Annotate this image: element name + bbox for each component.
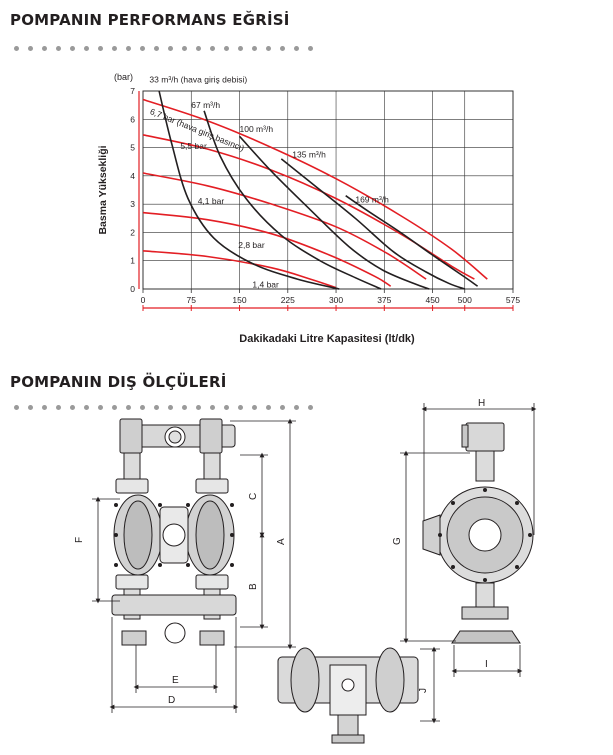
dimensions-section-title: POMPANIN DIŞ ÖLÇÜLERİ [10,373,227,391]
dim-label-a: A [276,538,287,545]
curve-label: 2,8 bar [238,240,265,250]
y-axis-unit: (bar) [114,72,133,82]
pressure-curve [142,211,392,287]
pressure-curve [142,172,427,280]
chart-grid [142,90,514,290]
curve-label: 5,5 bar [180,141,207,151]
dim-label-g: G [392,537,403,545]
pump-side-view [422,422,534,644]
dim-label-b: B [248,583,259,590]
x-tick-label: 150 [232,295,246,305]
dim-label-c: C [248,493,259,500]
x-tick-label: 375 [377,295,391,305]
pressure-curve [142,134,475,280]
pump-dimension-drawing: F C B A E D J [74,398,537,744]
pump-bottom-view [277,647,419,744]
curve-label: 67 m³/h [191,100,220,110]
curve-label: 4,1 bar [198,196,225,206]
performance-chart: 0 75 150 225 300 375 450 500 575 0 1 2 3 4 5 6 7 33 m³/h… [97,72,520,345]
front-dimension-labels: F C B A E D [74,493,287,706]
axis-ticks: 0 75 150 225 300 375 450 500 575 0 1 2 3 4 5 6 7 [130,86,520,311]
pressure-curve [142,250,337,289]
airflow-curve [345,195,479,287]
y-tick-label: 5 [130,143,135,153]
front-dimension-lines [92,418,296,713]
dim-label-i: I [485,659,488,670]
dim-label-d: D [168,695,175,706]
dim-label-f: F [74,537,85,543]
pump-front-view [111,418,237,646]
y-tick-label: 1 [130,256,135,266]
airflow-curves [158,90,479,290]
x-tick-label: 500 [458,295,472,305]
y-tick-label: 6 [130,114,135,124]
bottom-dimension-lines [420,646,440,724]
x-tick-label: 575 [506,295,520,305]
dim-label-e: E [172,675,179,686]
airflow-curve [280,158,465,290]
y-tick-label: 2 [130,227,135,237]
curve-label: 33 m³/h (hava giriş debisi) [149,75,247,85]
airflow-curve [158,90,340,290]
y-axis-label: Basma Yüksekliği [97,145,109,234]
dim-label-j: J [418,688,429,693]
curve-labels: 33 m³/h (hava giriş debisi)67 m³/h6,7 ba… [149,75,389,290]
dim-label-h: H [478,398,485,409]
y-tick-label: 4 [130,171,135,181]
x-tick-label: 300 [329,295,343,305]
y-tick-label: 0 [130,284,135,294]
x-axis-label: Dakikadaki Litre Kapasitesi (lt/dk) [239,333,415,345]
plot-frame [142,90,514,290]
x-tick-label: 450 [425,295,439,305]
curve-label: 100 m³/h [240,124,274,134]
curve-label: 1,4 bar [252,280,279,290]
title-dots-divider-2 [14,397,322,410]
title-dots-divider [14,38,322,51]
y-tick-label: 3 [130,199,135,209]
side-dimension-lines [400,403,537,677]
airflow-curve [238,135,430,290]
x-tick-label: 225 [281,295,295,305]
pressure-curves [142,98,488,289]
performance-section-title: POMPANIN PERFORMANS EĞRİSİ [10,11,290,29]
curve-label: 135 m³/h [292,149,326,159]
airflow-curve [203,110,382,290]
x-tick-label: 0 [141,295,146,305]
side-dimension-labels: H G I [392,398,488,670]
y-tick-label: 7 [130,86,135,96]
curve-label: 169 m³/h [355,195,389,205]
x-tick-label: 75 [187,295,197,305]
